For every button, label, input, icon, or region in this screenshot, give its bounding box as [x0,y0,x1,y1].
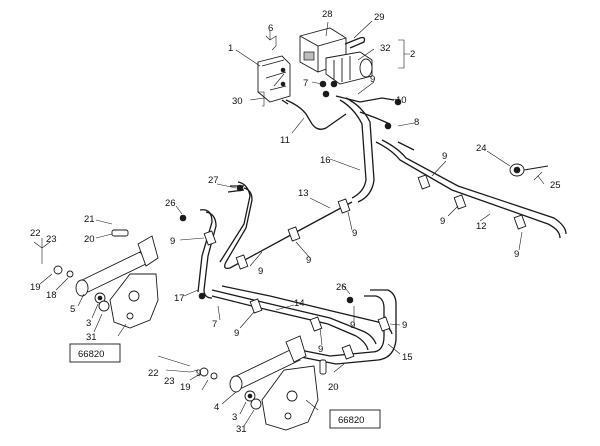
callout-9-low-1: 9 [234,328,239,339]
callout-12: 12 [476,221,487,232]
bottom-cylinder-assembly [199,335,327,431]
callout-29: 29 [374,12,385,23]
callout-30: 30 [232,96,243,107]
callout-3-left: 3 [86,318,91,329]
fittings [179,98,549,304]
callout-31-left: 31 [86,332,97,343]
callout-4: 4 [214,402,219,413]
callout-16: 16 [320,155,331,166]
callout-9-mid-1: 9 [352,228,357,239]
callout-31-bottom: 31 [236,424,247,435]
pipe-clamps [203,174,527,360]
callout-9-mid-4: 9 [306,255,311,266]
leader-lines [33,20,545,427]
callout-8: 8 [414,117,419,128]
reference-box-left [69,343,121,363]
callout-20-bottom: 20 [328,382,339,393]
callout-9-mid-2: 9 [170,236,175,247]
callout-28: 28 [322,9,333,20]
reference-boxes: 66820 66820 [69,343,381,429]
callout-9-pump: 9 [370,74,375,85]
callout-11: 11 [280,135,290,146]
callout-24: 24 [476,143,487,154]
callout-9-low-2: 9 [350,320,355,331]
callout-9-low-5: 9 [196,368,201,379]
callout-19-bottom: 19 [180,382,191,393]
left-cylinder-assembly [53,229,159,329]
callout-15: 15 [402,352,413,363]
callout-7: 7 [303,78,308,89]
callout-18: 18 [46,290,57,301]
callout-9-right-2: 9 [440,216,445,227]
callout-9-right-1: 9 [442,151,447,162]
callout-9-low-4: 9 [318,344,323,355]
reference-bottom: 66820 [338,415,364,426]
callout-19-left: 19 [30,282,41,293]
callout-2: 2 [410,49,415,60]
callout-32: 32 [380,43,391,54]
callout-1: 1 [228,43,233,54]
pump-assembly [257,27,373,103]
callout-22-bottom: 22 [148,368,159,379]
callout-9-right-3: 9 [514,249,519,260]
callout-13: 13 [298,188,309,199]
callout-22-left: 22 [30,228,41,239]
reference-left: 66820 [78,349,104,360]
callout-6: 6 [268,23,273,34]
callout-23-left: 23 [46,234,57,245]
callout-25: 25 [550,180,561,191]
callout-numbers: 1 6 7 28 29 32 2 30 9 10 8 11 16 9 24 25… [30,9,561,435]
callout-27: 27 [208,175,219,186]
callout-21-left: 21 [84,214,95,225]
callout-26-upper: 26 [165,198,176,209]
callout-5: 5 [70,304,75,315]
reference-box-bottom [329,409,381,429]
callout-14: 14 [294,298,305,309]
callout-17: 17 [174,293,185,304]
callout-9-low-3: 9 [402,320,407,331]
callout-10: 10 [396,95,407,106]
callout-3-bottom: 3 [232,412,237,423]
callout-7-lower: 7 [212,319,217,330]
callout-26-lower: 26 [336,282,347,293]
callout-23-bottom: 23 [164,376,175,387]
callout-9-mid-3: 9 [258,266,263,277]
callout-20-left: 20 [84,234,95,245]
